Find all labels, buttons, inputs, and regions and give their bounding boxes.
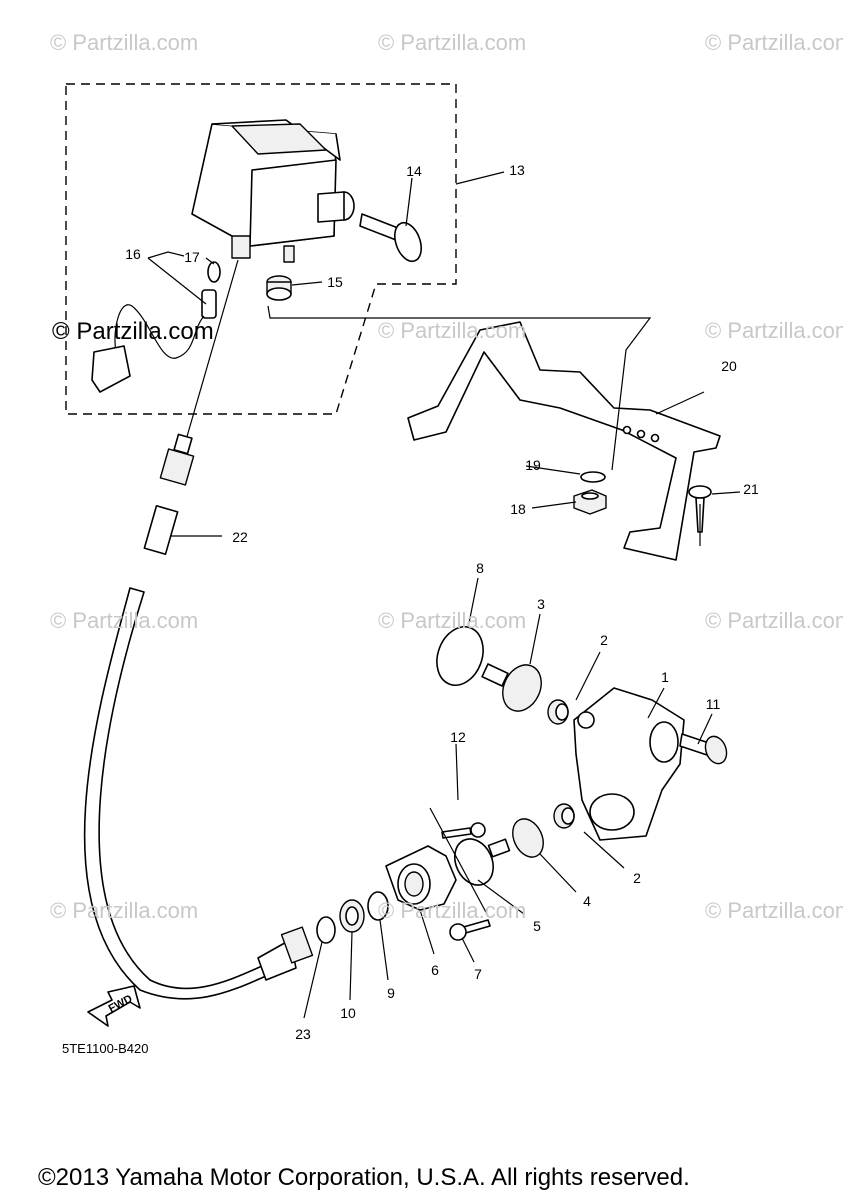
watermark: © Partzilla.com <box>50 30 199 55</box>
callout-14: 14 <box>406 163 422 179</box>
callout-9: 9 <box>387 985 395 1001</box>
callout-10: 10 <box>340 1005 356 1021</box>
leader-lines <box>147 171 741 1019</box>
clamp-screw <box>449 919 491 941</box>
callout-7: 7 <box>474 966 482 982</box>
watermark: © Partzilla.com <box>705 30 843 55</box>
grommet <box>266 275 292 301</box>
oil-seal <box>339 899 365 933</box>
o-ring-lower <box>453 838 495 886</box>
watermark: © Partzilla.com <box>52 318 214 345</box>
meter-cable <box>83 259 314 1000</box>
o-ring <box>436 626 484 686</box>
bulb-and-socket <box>91 261 221 393</box>
callout-2-lower: 2 <box>633 870 641 886</box>
housing-bolt <box>679 733 728 765</box>
diagram-code: 5TE1100-B420 <box>62 1041 149 1056</box>
meter-assembly-boundary <box>65 83 457 415</box>
nut <box>573 489 607 515</box>
watermark: © Partzilla.com <box>378 30 527 55</box>
callout-12: 12 <box>450 729 466 745</box>
watermark: © Partzilla.com <box>378 898 527 923</box>
callout-21: 21 <box>743 481 759 497</box>
callout-1: 1 <box>661 669 669 685</box>
gear-housing <box>573 687 685 841</box>
speedometer-body <box>191 119 355 263</box>
watermark: © Partzilla.com <box>705 898 843 923</box>
callout-11: 11 <box>705 696 721 712</box>
callout-23: 23 <box>295 1026 311 1042</box>
callout-13: 13 <box>509 162 525 178</box>
fwd-arrow <box>87 985 141 1027</box>
copyright-notice: ©2013 Yamaha Motor Corporation, U.S.A. A… <box>38 1164 690 1191</box>
callout-19: 19 <box>525 457 541 473</box>
meter-bracket <box>407 321 721 561</box>
callout-17: 17 <box>184 249 200 265</box>
o-ring-cable <box>316 916 336 944</box>
driven-gear <box>481 663 542 712</box>
trip-knob <box>359 213 422 263</box>
cable-clamp <box>385 845 457 911</box>
callout-15: 15 <box>327 274 343 290</box>
washer <box>580 471 606 483</box>
watermark: © Partzilla.com <box>378 608 527 633</box>
callout-16: 16 <box>125 246 141 262</box>
callout-6: 6 <box>431 962 439 978</box>
callout-4: 4 <box>583 893 591 909</box>
bushing <box>547 699 569 725</box>
watermark: © Partzilla.com <box>705 608 843 633</box>
callout-18: 18 <box>510 501 526 517</box>
bushing-lower <box>553 803 575 829</box>
drive-gear <box>487 818 544 858</box>
watermark: © Partzilla.com <box>50 608 199 633</box>
callout-2: 2 <box>600 632 608 648</box>
callout-22: 22 <box>232 529 248 545</box>
callout-8: 8 <box>476 560 484 576</box>
callout-20: 20 <box>721 358 737 374</box>
callout-3: 3 <box>537 596 545 612</box>
watermark: © Partzilla.com <box>50 898 199 923</box>
watermark: © Partzilla.com <box>378 318 527 343</box>
washer-small <box>367 891 389 921</box>
callout-5: 5 <box>533 918 541 934</box>
watermark: © Partzilla.com <box>705 318 843 343</box>
screw <box>441 822 486 839</box>
